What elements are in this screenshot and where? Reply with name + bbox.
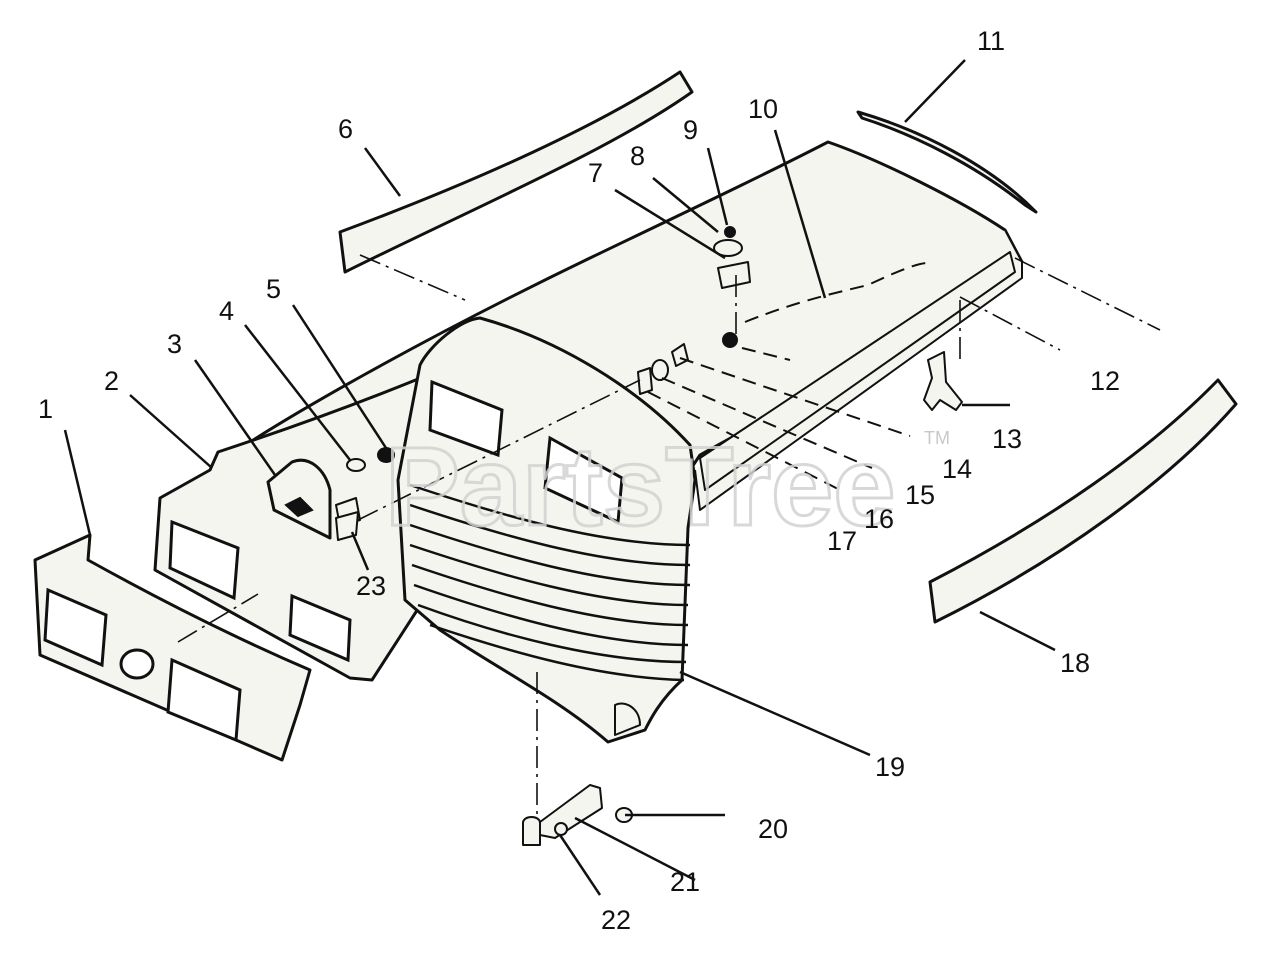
callout-8: 8 <box>630 141 645 171</box>
headlight-bracket[interactable] <box>335 497 361 541</box>
grille-assembly[interactable] <box>396 316 697 744</box>
callout-17: 17 <box>827 526 857 556</box>
hinge-plate[interactable] <box>522 784 603 846</box>
front-bumper-panel[interactable] <box>33 533 312 762</box>
nut-22[interactable] <box>554 822 568 836</box>
callout-12: 12 <box>1090 366 1120 396</box>
callout-13: 13 <box>992 424 1022 454</box>
nut-9[interactable] <box>724 226 736 238</box>
hood-latch[interactable] <box>923 351 963 411</box>
callout-22: 22 <box>601 905 631 935</box>
callout-9: 9 <box>683 115 698 145</box>
assembly-lines <box>177 254 1161 820</box>
callout-16: 16 <box>864 504 894 534</box>
callout-18: 18 <box>1060 648 1090 678</box>
callout-labels: 1 2 3 4 5 6 7 8 9 10 11 12 13 14 15 16 1… <box>38 26 1120 935</box>
callout-3: 3 <box>167 329 182 359</box>
trim-strip-left[interactable] <box>338 70 694 274</box>
callout-23: 23 <box>356 571 386 601</box>
callout-5: 5 <box>266 274 281 304</box>
headlight-lens[interactable] <box>266 458 332 540</box>
callout-6: 6 <box>338 114 353 144</box>
callout-11: 11 <box>977 26 1005 56</box>
washer-15[interactable] <box>651 359 669 381</box>
trim-strip-right[interactable] <box>856 110 1038 214</box>
leader-lines <box>63 59 1056 896</box>
latch-bracket[interactable] <box>717 261 751 289</box>
callout-14: 14 <box>942 454 972 484</box>
callout-4: 4 <box>219 296 234 326</box>
side-panel[interactable] <box>928 378 1238 624</box>
bulb[interactable] <box>346 458 366 472</box>
callout-20: 20 <box>758 814 788 844</box>
callout-1: 1 <box>38 394 53 424</box>
spring-clip-17[interactable] <box>637 367 653 395</box>
callout-15: 15 <box>905 480 935 510</box>
watermark-trademark: TM <box>924 428 950 448</box>
grommet[interactable] <box>722 332 738 348</box>
watermark: PartsTree TM <box>384 423 951 551</box>
callout-2: 2 <box>104 366 119 396</box>
washer-8[interactable] <box>713 239 743 257</box>
watermark-text: PartsTree <box>385 424 896 549</box>
callout-19: 19 <box>875 752 905 782</box>
grille-bars <box>409 483 691 682</box>
callout-7: 7 <box>588 158 603 188</box>
callout-21: 21 <box>670 867 700 897</box>
callout-10: 10 <box>748 94 778 124</box>
